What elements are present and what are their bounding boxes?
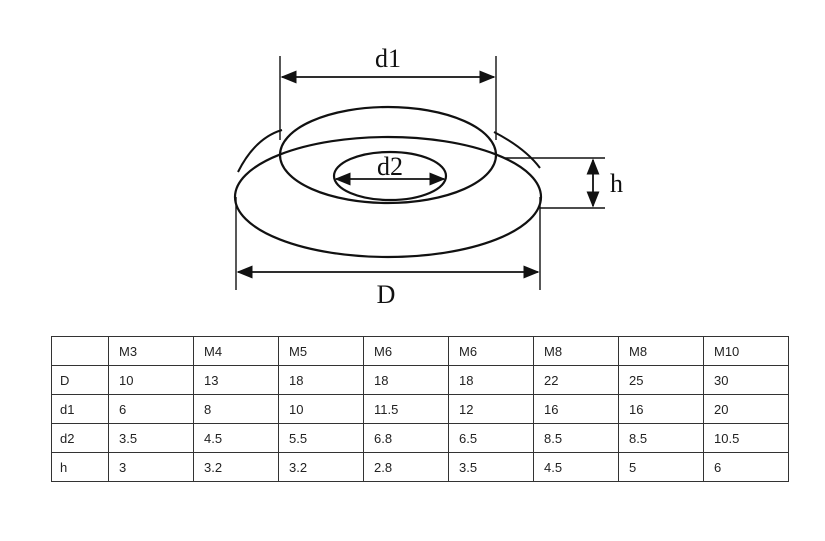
table-cell: 8 [193, 394, 279, 424]
table-cell: 5 [618, 452, 704, 482]
column-header: M6 [363, 336, 449, 366]
table-cell: 6.8 [363, 423, 449, 453]
table-cell: 8.5 [618, 423, 704, 453]
dimension-d1 [279, 56, 497, 140]
table-cell: 3.5 [448, 452, 534, 482]
table-cell: 5.5 [278, 423, 364, 453]
table-cell: 10 [108, 365, 194, 395]
table-row: d1 6 8 10 11.5 12 16 16 20 [51, 394, 789, 424]
washer-hole [332, 150, 448, 202]
table-cell: 18 [363, 365, 449, 395]
label-h: h [610, 169, 623, 198]
table-cell: 30 [703, 365, 789, 395]
table-cell: 4.5 [533, 452, 619, 482]
table-corner-cell [51, 336, 109, 366]
table-cell: 13 [193, 365, 279, 395]
column-header: M4 [193, 336, 279, 366]
row-label: d1 [51, 394, 109, 424]
table-cell: 22 [533, 365, 619, 395]
row-label: d2 [51, 423, 109, 453]
table-row: h 3 3.2 3.2 2.8 3.5 4.5 5 6 [51, 452, 789, 482]
table-cell: 18 [278, 365, 364, 395]
spec-table-body: M3 M4 M5 M6 M6 M8 M8 M10 D 10 13 18 18 1… [51, 336, 789, 482]
label-d2: d2 [377, 152, 403, 181]
washer-dimension-drawing: d1 d2 h D [233, 44, 623, 309]
table-cell: 3 [108, 452, 194, 482]
row-label: D [51, 365, 109, 395]
washer-outer-edge [233, 135, 543, 259]
table-cell: 6 [703, 452, 789, 482]
table-cell: 3.5 [108, 423, 194, 453]
row-label: h [51, 452, 109, 482]
table-cell: 10.5 [703, 423, 789, 453]
table-cell: 12 [448, 394, 534, 424]
dimension-D [235, 197, 541, 290]
label-d1: d1 [375, 44, 401, 73]
washer-cone-left [237, 129, 283, 173]
table-cell: 2.8 [363, 452, 449, 482]
table-cell: 4.5 [193, 423, 279, 453]
column-header: M10 [703, 336, 789, 366]
column-header: M6 [448, 336, 534, 366]
table-cell: 8.5 [533, 423, 619, 453]
label-D: D [377, 280, 396, 309]
table-cell: 20 [703, 394, 789, 424]
table-cell: 10 [278, 394, 364, 424]
table-cell: 18 [448, 365, 534, 395]
table-cell: 11.5 [363, 394, 449, 424]
table-cell: 16 [618, 394, 704, 424]
washer-cone-right [493, 131, 541, 169]
table-row: D 10 13 18 18 18 22 25 30 [51, 365, 789, 395]
table-cell: 3.2 [193, 452, 279, 482]
table-cell: 6 [108, 394, 194, 424]
spec-table: M3 M4 M5 M6 M6 M8 M8 M10 D 10 13 18 18 1… [51, 336, 789, 482]
column-header: M8 [533, 336, 619, 366]
table-cell: 6.5 [448, 423, 534, 453]
washer-outline [233, 105, 543, 259]
column-header: M8 [618, 336, 704, 366]
washer-top-rim [278, 105, 498, 205]
column-header: M5 [278, 336, 364, 366]
column-header: M3 [108, 336, 194, 366]
table-cell: 3.2 [278, 452, 364, 482]
table-cell: 25 [618, 365, 704, 395]
table-cell: 16 [533, 394, 619, 424]
table-header-row: M3 M4 M5 M6 M6 M8 M8 M10 [51, 336, 789, 366]
dimension-h [505, 157, 605, 209]
table-row: d2 3.5 4.5 5.5 6.8 6.5 8.5 8.5 10.5 [51, 423, 789, 453]
